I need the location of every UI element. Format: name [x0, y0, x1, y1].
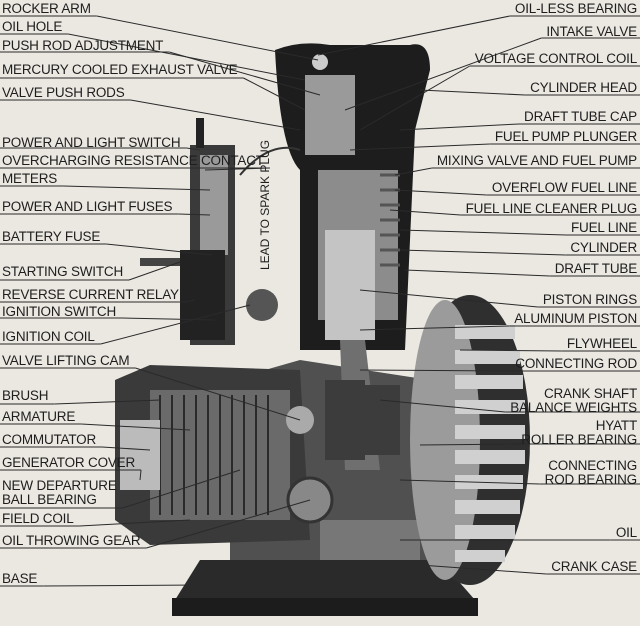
right-label: FUEL LINE CLEANER PLUG	[465, 201, 638, 216]
leader-lines	[0, 15, 640, 587]
leader-line	[399, 479, 540, 485]
left-label: OIL THROWING GEAR	[2, 533, 141, 548]
leader-line	[43, 584, 201, 587]
left-label: POWER AND LIGHT FUSES	[2, 199, 173, 214]
right-label: OIL	[615, 525, 637, 540]
leader-line	[121, 317, 216, 321]
left-label: REVERSE CURRENT RELAY	[2, 287, 179, 302]
left-label: VALVE LIFTING CAM	[2, 353, 130, 368]
right-label: CONNECTING ROD	[515, 356, 637, 371]
right-label: CYLINDER	[570, 240, 637, 255]
left-label: ARMATURE	[2, 409, 76, 424]
left-label: MERCURY COOLED EXHAUST VALVE	[2, 62, 238, 77]
right-label: OVERFLOW FUEL LINE	[491, 180, 637, 195]
left-label: OIL HOLE	[2, 19, 63, 34]
leader-line	[419, 564, 547, 575]
right-label: FLYWHEEL	[566, 336, 637, 351]
leader-line	[399, 229, 567, 236]
leader-line	[204, 167, 270, 171]
right-label: INTAKE VALVE	[546, 24, 637, 39]
leader-line	[130, 99, 301, 131]
leader-line	[317, 15, 511, 56]
leader-line	[243, 77, 306, 111]
left-label: STARTING SWITCH	[2, 264, 123, 279]
leader-line	[178, 213, 211, 216]
leader-line	[419, 443, 517, 446]
leader-line	[139, 469, 142, 481]
right-label: PISTON RINGS	[542, 292, 637, 307]
leader-line	[394, 167, 432, 176]
left-label: BRUSH	[2, 388, 49, 403]
leader-line	[359, 325, 510, 331]
right-label: FUEL LINE	[571, 220, 637, 235]
left-label: METERS	[2, 171, 58, 186]
right-label: VOLTAGE CONTROL COIL	[474, 51, 637, 66]
leader-line	[81, 423, 191, 431]
left-label: GENERATOR COVER	[2, 455, 136, 470]
left-label: FIELD COIL	[2, 511, 74, 526]
leader-line	[100, 304, 251, 345]
leader-line	[399, 123, 520, 131]
leader-line	[63, 185, 211, 191]
leader-line	[184, 299, 196, 303]
right-label: MIXING VALVE AND FUEL PUMP	[436, 153, 637, 168]
leader-line	[106, 243, 213, 256]
leader-line	[419, 89, 526, 96]
right-label: ALUMINUM PISTON	[514, 311, 637, 326]
leader-line	[122, 469, 241, 509]
leader-line	[79, 519, 191, 527]
leader-line	[169, 51, 321, 96]
spark-plug-label: LEAD TO SPARK PLUG	[258, 139, 272, 270]
leader-line	[394, 189, 487, 196]
right-label: FUEL PUMP PLUNGER	[494, 129, 637, 144]
leader-line	[359, 369, 511, 372]
leader-line	[101, 446, 151, 451]
leader-line	[135, 367, 301, 421]
left-label: POWER AND LIGHT SWITCH	[2, 135, 181, 150]
left-label: VALVE PUSH RODS	[2, 85, 125, 100]
leader-line	[359, 65, 470, 131]
leader-line	[349, 143, 490, 151]
leader-line	[344, 37, 542, 111]
leader-line	[128, 261, 181, 281]
leader-line	[359, 289, 538, 308]
engine-drawing	[115, 43, 530, 616]
right-label: OIL-LESS BEARING	[514, 1, 637, 16]
left-label: ROCKER ARM	[2, 1, 91, 16]
left-label: OVERCHARGING RESISTANCE CONTACT	[2, 153, 264, 168]
right-label: CRANK CASE	[551, 559, 637, 574]
right-label: CYLINDER HEAD	[530, 80, 637, 95]
left-label: IGNITION COIL	[2, 329, 95, 344]
leader-line	[54, 399, 161, 405]
leader-line	[379, 399, 506, 413]
leader-line	[459, 349, 562, 352]
right-label: DRAFT TUBE	[554, 261, 637, 276]
left-label: COMMUTATOR	[2, 432, 96, 447]
left-label: BASE	[2, 571, 38, 586]
leader-line	[389, 209, 461, 216]
leader-line	[399, 249, 566, 256]
left-label: BATTERY FUSE	[2, 229, 101, 244]
left-label: IGNITION SWITCH	[2, 304, 116, 319]
leader-line	[186, 147, 201, 151]
leader-line	[146, 499, 311, 549]
left-label: PUSH ROD ADJUSTMENT	[2, 38, 164, 53]
right-label: DRAFT TUBE CAP	[524, 109, 637, 124]
leader-line	[404, 269, 550, 277]
leader-line	[96, 15, 319, 61]
